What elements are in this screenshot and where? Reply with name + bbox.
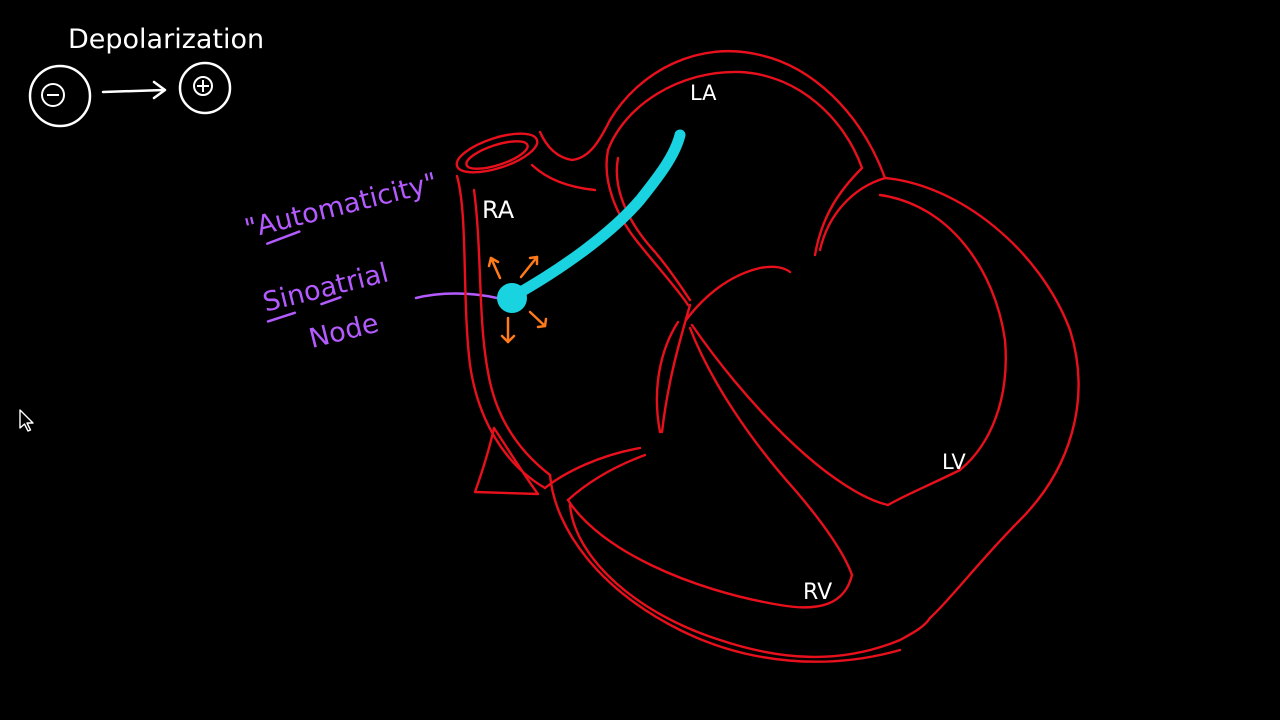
sa-node (497, 283, 527, 313)
negative-cell (28, 64, 92, 128)
arrow-down-right-icon (528, 310, 548, 329)
bachmann-bundle (506, 129, 686, 303)
depolarization-legend: Depolarization (28, 24, 264, 128)
heart-outline (455, 50, 1080, 663)
depolarization-title: Depolarization (68, 24, 264, 55)
arrow-right-icon (101, 80, 167, 100)
arrow-up-left-icon (487, 256, 502, 280)
sa-node-pointer-line (414, 292, 499, 300)
chamber-label-lv: LV (942, 450, 966, 474)
depolarization-arrows (487, 255, 548, 344)
arrow-up-right-icon (519, 255, 539, 279)
mouse-pointer-icon (19, 409, 34, 432)
positive-cell (178, 61, 232, 115)
chamber-label-rv: RV (803, 580, 832, 605)
vena-cava-opening (455, 132, 539, 174)
arrow-down-icon (500, 316, 516, 344)
chamber-label-la: LA (690, 81, 717, 105)
chamber-label-ra: RA (482, 196, 515, 224)
